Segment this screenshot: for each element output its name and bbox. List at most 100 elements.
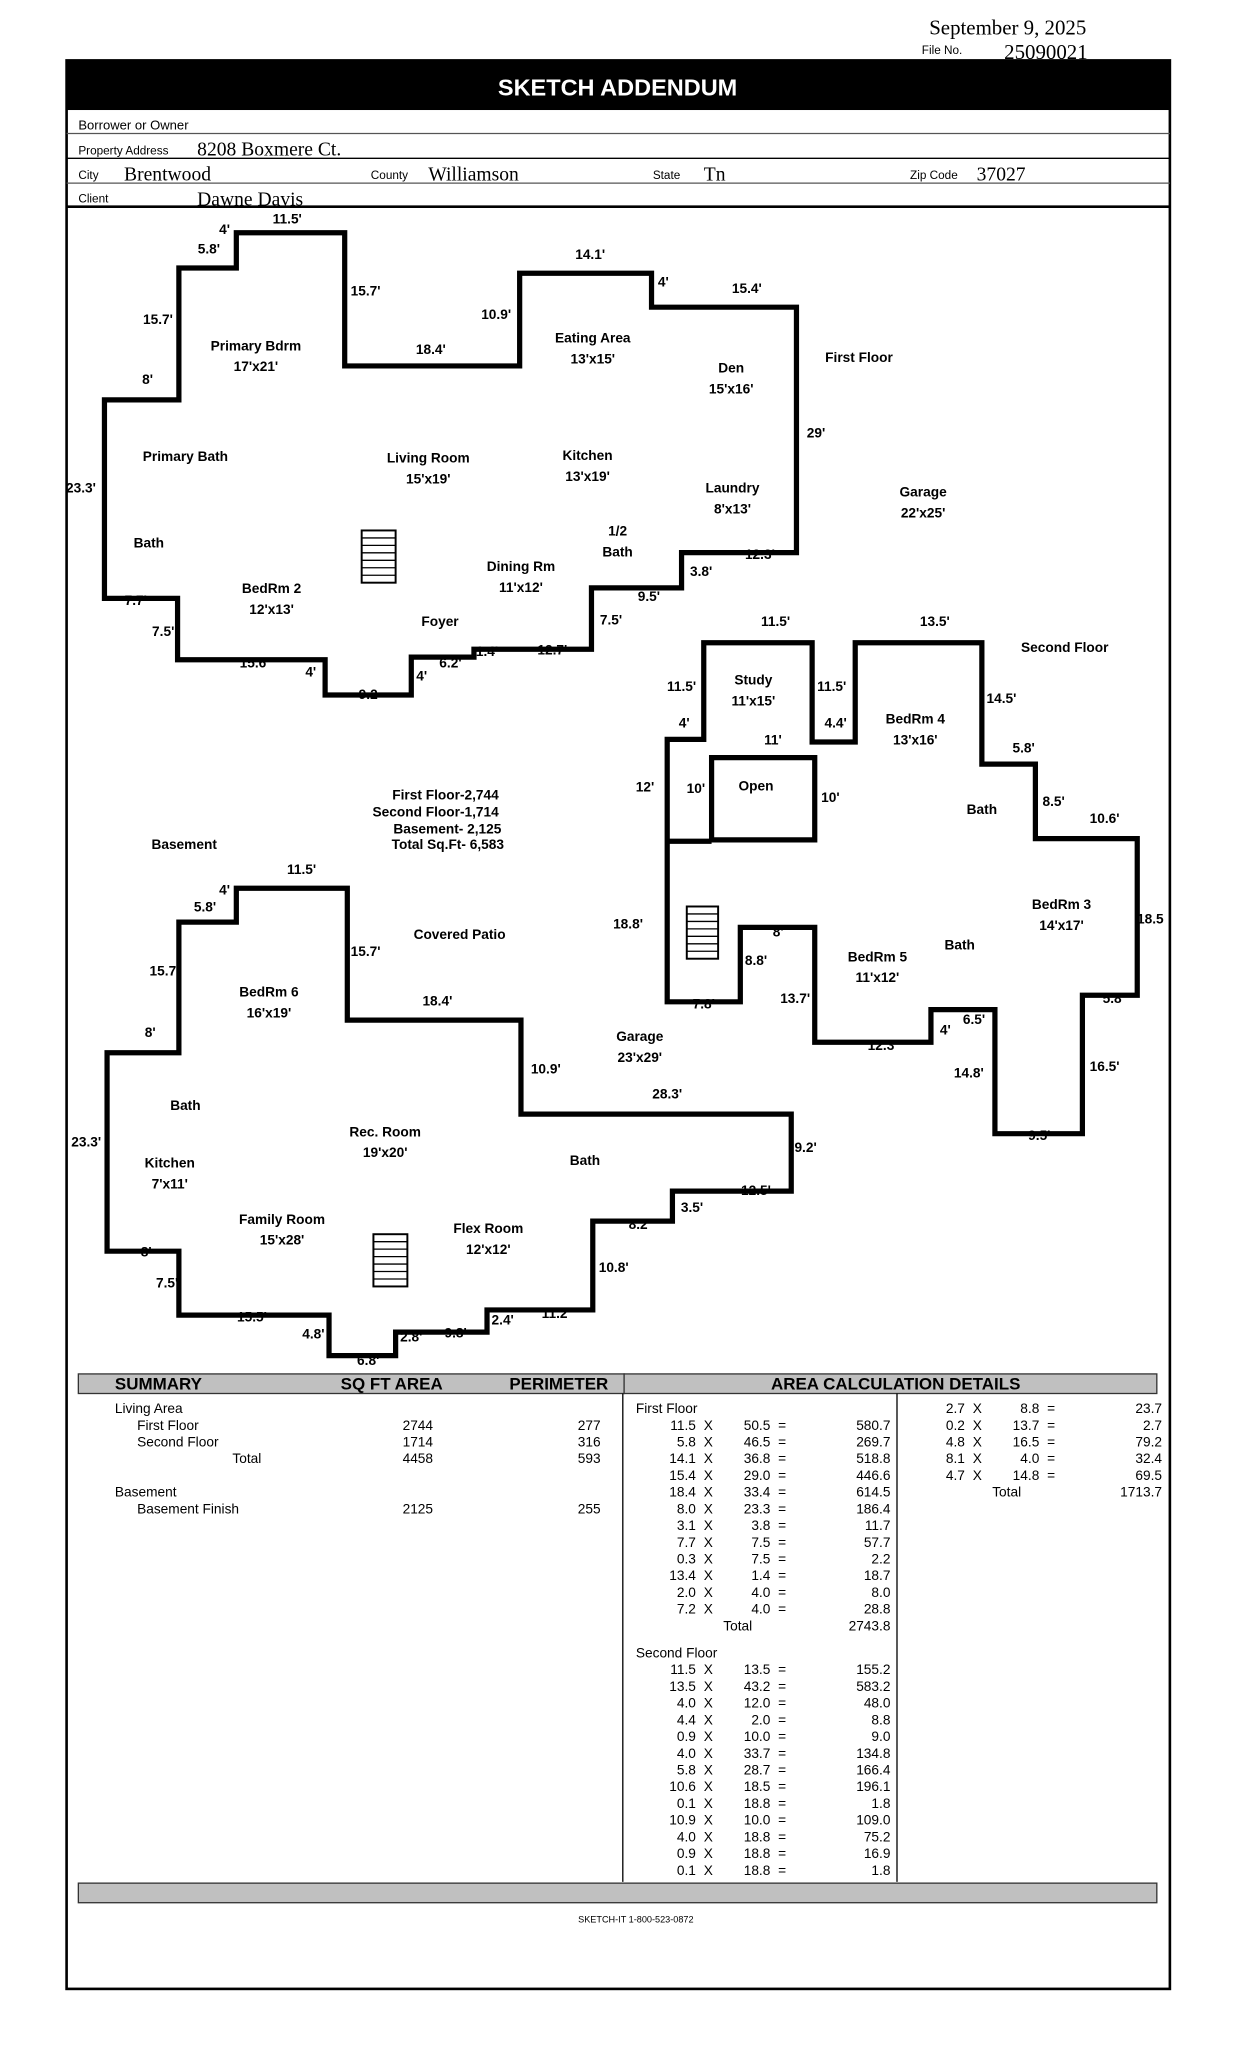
area-calc-times: X bbox=[973, 1418, 982, 1433]
room-label: BedRm 3 bbox=[1032, 897, 1092, 912]
area-calc-equals: = bbox=[778, 1501, 786, 1516]
area-calc-width: 4.0 bbox=[677, 1746, 696, 1761]
area-calc-width: 13.4 bbox=[669, 1568, 696, 1583]
room-label: Eating Area bbox=[555, 330, 631, 345]
area-calc-length: 8.8 bbox=[1020, 1401, 1039, 1416]
perimeter-header: PERIMETER bbox=[509, 1375, 608, 1394]
area-calc-equals: = bbox=[778, 1763, 786, 1778]
wall-dimension: 11.2' bbox=[542, 1306, 571, 1321]
wall-dimension: 6.5' bbox=[963, 1012, 985, 1027]
area-calc-equals: = bbox=[1047, 1418, 1055, 1433]
area-calc-width: 0.9 bbox=[677, 1846, 696, 1861]
footer-credit: SKETCH-IT 1-800-523-0872 bbox=[578, 1914, 693, 1924]
summary-row-perimeter: 255 bbox=[578, 1501, 601, 1516]
report-date: September 9, 2025 bbox=[929, 15, 1086, 39]
wall-dimension: 10.9' bbox=[531, 1062, 561, 1077]
area-calc-total-label: Total bbox=[723, 1618, 752, 1633]
room-label: Bath bbox=[570, 1153, 600, 1168]
wall-dimension: 2.8' bbox=[400, 1329, 422, 1344]
room-label: BedRm 4 bbox=[886, 712, 946, 727]
summary-row-label: Basement bbox=[115, 1485, 177, 1500]
area-calc-width: 3.1 bbox=[677, 1518, 696, 1533]
room-label: Primary Bdrm bbox=[211, 338, 302, 353]
summary-row-area: 2125 bbox=[403, 1501, 434, 1516]
room-label: 1/2 bbox=[608, 524, 627, 539]
area-calc-equals: = bbox=[778, 1829, 786, 1844]
area-calc-result: 2.7 bbox=[1143, 1418, 1162, 1433]
wall-dimension: 28.3' bbox=[652, 1086, 682, 1101]
state-label: State bbox=[653, 169, 681, 182]
area-calc-times: X bbox=[704, 1763, 713, 1778]
area-calc-length: 4.0 bbox=[1020, 1451, 1039, 1466]
area-calc-row: Second Floor bbox=[636, 1646, 718, 1661]
wall-dimension: 14.8' bbox=[954, 1066, 984, 1081]
wall-dimension: 10.9' bbox=[481, 307, 511, 322]
room-dimensions: 15'x16' bbox=[709, 381, 754, 396]
area-calc-length: 10.0 bbox=[744, 1813, 771, 1828]
area-calc-equals: = bbox=[778, 1796, 786, 1811]
room-label: Kitchen bbox=[562, 448, 612, 463]
area-calc-result: 446.6 bbox=[856, 1468, 891, 1483]
area-calc-length: 2.0 bbox=[751, 1712, 770, 1727]
title-bar bbox=[66, 60, 1170, 111]
area-calc-times: X bbox=[704, 1696, 713, 1711]
wall-dimension: 3.5' bbox=[681, 1200, 703, 1215]
area-calc-result: 11.7 bbox=[865, 1518, 891, 1533]
state-value: Tn bbox=[704, 165, 726, 186]
secondA-floor-outline bbox=[664, 640, 1140, 1137]
area-calc-result: 186.4 bbox=[856, 1501, 891, 1516]
wall-dimension: 23.3' bbox=[71, 1135, 101, 1150]
area-calc-times: X bbox=[704, 1585, 713, 1600]
area-calc-equals: = bbox=[778, 1746, 786, 1761]
area-calc-result: 57.7 bbox=[864, 1535, 891, 1550]
room-dimensions: 14'x17' bbox=[1039, 918, 1084, 933]
area-calc-length: 33.7 bbox=[744, 1746, 771, 1761]
room-label: Dining Rm bbox=[487, 559, 555, 574]
county-value: Williamson bbox=[428, 165, 519, 186]
area-calc-result: 1.8 bbox=[871, 1863, 890, 1878]
area-calc-result: 614.5 bbox=[856, 1485, 891, 1500]
wall-dimension: 15.7' bbox=[150, 964, 180, 979]
room-dimensions: 8'x13' bbox=[714, 501, 751, 516]
area-calc-width: 10.9 bbox=[669, 1813, 696, 1828]
area-calc-width: 7.2 bbox=[677, 1602, 696, 1617]
wall-dimension: 5.8' bbox=[194, 900, 216, 915]
area-calc-result: 48.0 bbox=[864, 1696, 891, 1711]
area-calc-result: 2.2 bbox=[871, 1552, 890, 1567]
wall-dimension: 4' bbox=[219, 883, 230, 898]
area-calc-times: X bbox=[704, 1779, 713, 1794]
area-calc-length: 10.0 bbox=[744, 1729, 771, 1744]
area-calc-equals: = bbox=[778, 1552, 786, 1567]
area-calc-width: 2.0 bbox=[677, 1585, 696, 1600]
area-calc-equals: = bbox=[778, 1435, 786, 1450]
area-calc-width: 5.8 bbox=[677, 1435, 696, 1450]
area-calc-length: 28.7 bbox=[744, 1763, 771, 1778]
area-calc-result: 269.7 bbox=[856, 1435, 890, 1450]
wall-dimension: 3.8' bbox=[690, 564, 712, 579]
wall-dimension: 10.8' bbox=[599, 1260, 629, 1275]
room-label: Garage bbox=[616, 1029, 664, 1044]
wall-dimension: 15.7' bbox=[351, 944, 381, 959]
wall-dimension: 11.5' bbox=[761, 614, 790, 629]
area-calc-times: X bbox=[704, 1485, 713, 1500]
wall-dimension: 8' bbox=[141, 1244, 152, 1259]
total-sqft: Total Sq.Ft- 6,583 bbox=[392, 837, 505, 852]
area-calc-result: 16.9 bbox=[864, 1846, 891, 1861]
area-calc-times: X bbox=[704, 1435, 713, 1450]
room-label: BedRm 5 bbox=[848, 949, 908, 964]
area-calc-times: X bbox=[704, 1468, 713, 1483]
room-dimensions: 13'x15' bbox=[570, 351, 615, 366]
room-dimensions: 12'x13' bbox=[249, 602, 294, 617]
room-label: Bath bbox=[944, 938, 974, 953]
area-calc-width: 18.4 bbox=[669, 1485, 696, 1500]
client-label: Client bbox=[78, 193, 109, 206]
wall-dimension: 7.5' bbox=[152, 624, 174, 639]
